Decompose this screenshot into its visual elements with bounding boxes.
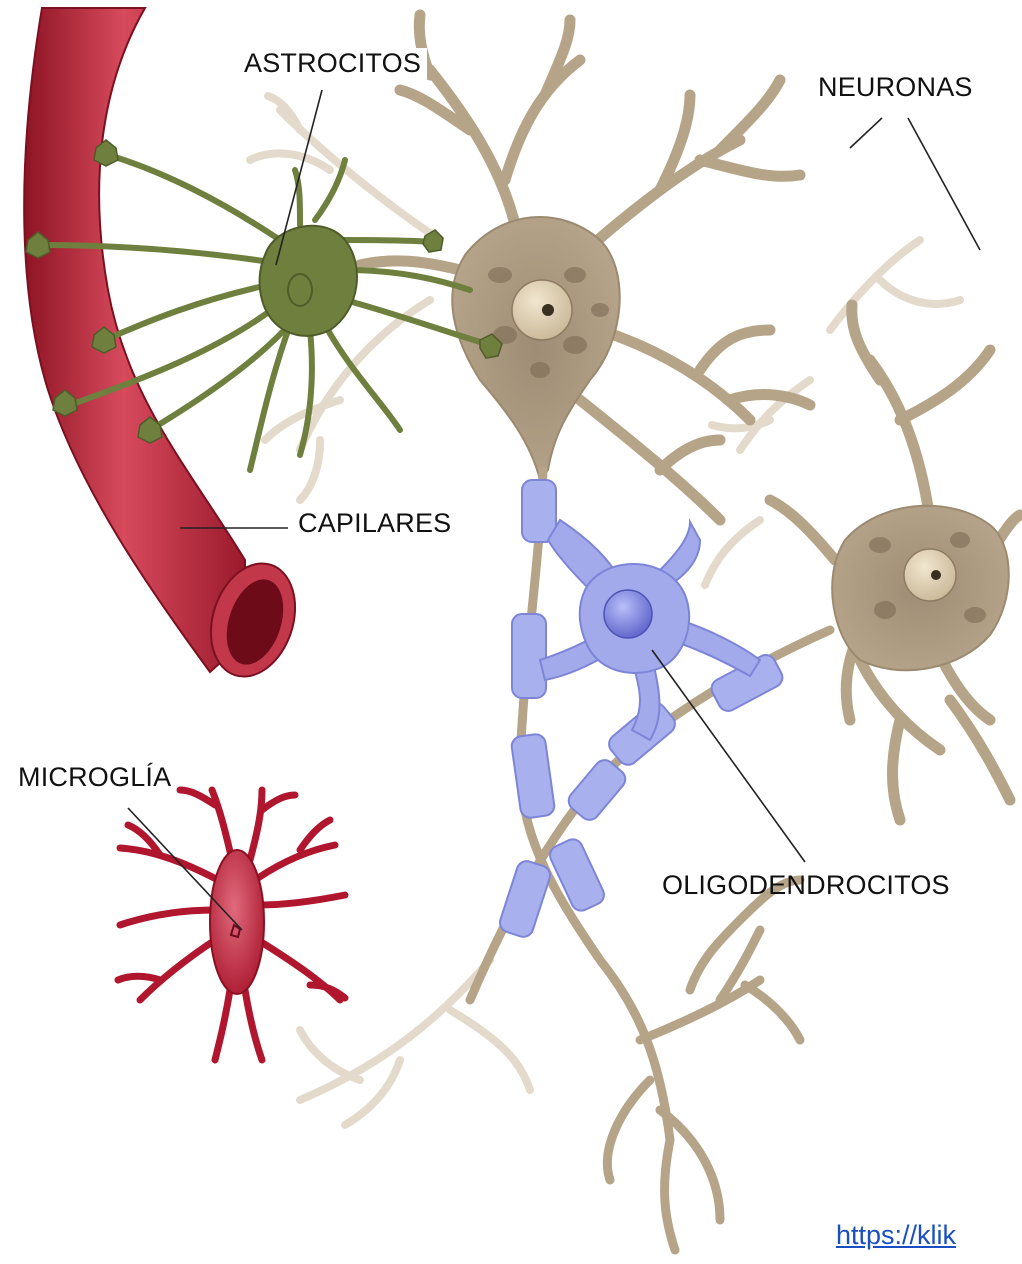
source-link[interactable]: https://klik <box>836 1220 1022 1251</box>
microglia-label: MICROGLÍA <box>18 762 171 793</box>
neuron-right-nucleus <box>904 549 956 601</box>
oligodendrocitos-label: OLIGODENDROCITOS <box>662 870 950 901</box>
astrocyte-soma <box>260 226 357 336</box>
astrocitos-label: ASTROCITOS <box>238 48 427 79</box>
neuronas-label: NEURONAS <box>812 72 979 103</box>
microglia-soma <box>210 850 264 994</box>
microglia <box>118 790 345 1060</box>
neuron-top-soma <box>452 217 620 480</box>
capilares-label: CAPILARES <box>292 508 457 539</box>
oligodendrocyte-nucleus <box>604 590 652 638</box>
